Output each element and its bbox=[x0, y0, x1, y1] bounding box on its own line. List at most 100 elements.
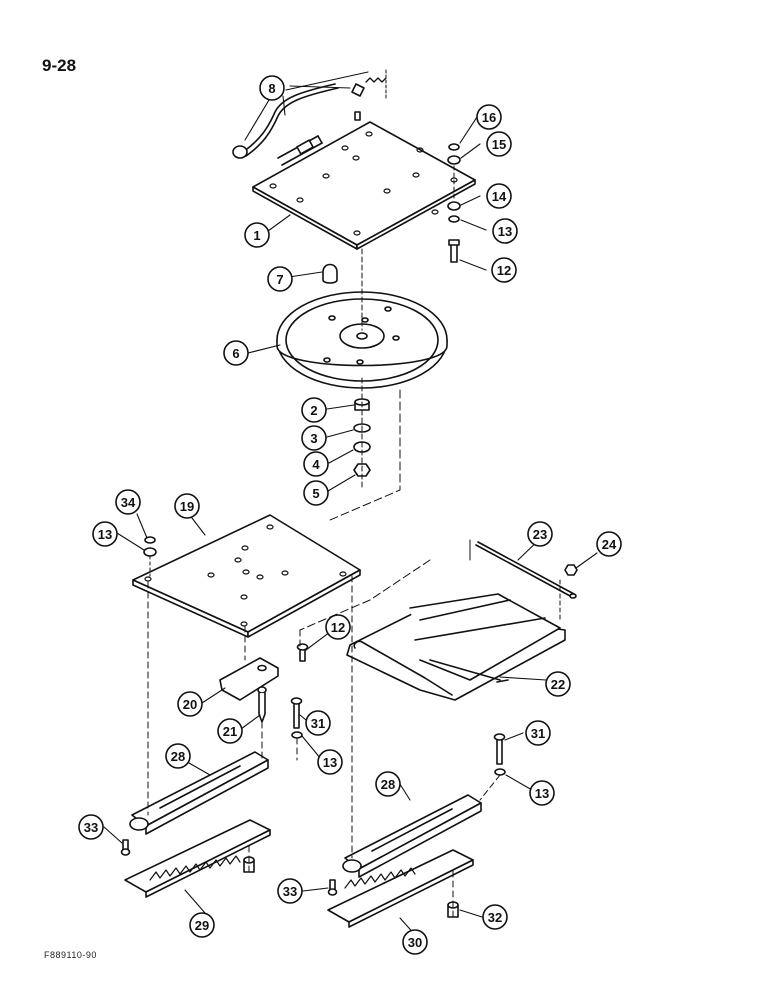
callout-22: 22 bbox=[545, 671, 571, 697]
callout-label: 24 bbox=[602, 537, 617, 552]
nut-24 bbox=[564, 564, 578, 576]
callout-label: 3 bbox=[310, 431, 317, 446]
callout-circle bbox=[244, 222, 270, 248]
callout-circle bbox=[596, 531, 622, 557]
callout-19: 19 bbox=[174, 493, 200, 519]
callout-7: 7 bbox=[267, 266, 293, 292]
callout-label: 6 bbox=[232, 346, 239, 361]
callout-8: 8 bbox=[259, 75, 285, 101]
slide-rail-right bbox=[342, 794, 482, 878]
callout-circle bbox=[92, 521, 118, 547]
callout-5: 5 bbox=[303, 480, 329, 506]
screw-33-right bbox=[327, 879, 338, 896]
callout-13b: 13 bbox=[92, 521, 118, 547]
callout-label: 12 bbox=[497, 263, 511, 278]
base-plate bbox=[132, 514, 361, 638]
callout-1: 1 bbox=[244, 222, 270, 248]
hardware-stack-top bbox=[447, 143, 461, 263]
page-number: 9-28 bbox=[42, 56, 77, 75]
callout-label: 31 bbox=[311, 716, 325, 731]
callout-circle bbox=[177, 691, 203, 717]
callout-circle bbox=[174, 493, 200, 519]
hardware-34-13 bbox=[143, 536, 157, 577]
callout-label: 33 bbox=[283, 884, 297, 899]
callout-label: 34 bbox=[121, 495, 136, 510]
callout-circle bbox=[525, 720, 551, 746]
callout-3: 3 bbox=[301, 425, 327, 451]
callout-label: 28 bbox=[381, 777, 395, 792]
callout-label: 21 bbox=[223, 724, 237, 739]
callout-circle bbox=[325, 614, 351, 640]
knob bbox=[322, 263, 338, 284]
callout-31a: 31 bbox=[305, 710, 331, 736]
callout-label: 31 bbox=[531, 726, 545, 741]
callout-16: 16 bbox=[476, 104, 502, 130]
callout-circle bbox=[482, 904, 508, 930]
callout-label: 30 bbox=[408, 935, 422, 950]
callout-circle bbox=[303, 480, 329, 506]
callout-circle bbox=[277, 878, 303, 904]
callout-circle bbox=[217, 718, 243, 744]
callout-28a: 28 bbox=[165, 743, 191, 769]
hardware-stack-center bbox=[353, 377, 371, 489]
callout-33b: 33 bbox=[277, 878, 303, 904]
callout-circle bbox=[259, 75, 285, 101]
callout-label: 14 bbox=[492, 189, 507, 204]
callout-circle bbox=[492, 218, 518, 244]
callout-circle bbox=[486, 131, 512, 157]
callout-label: 12 bbox=[331, 620, 345, 635]
callout-label: 15 bbox=[492, 137, 506, 152]
callout-circle bbox=[375, 771, 401, 797]
callout-circle bbox=[317, 749, 343, 775]
callout-circle bbox=[115, 489, 141, 515]
callout-circle bbox=[301, 397, 327, 423]
callout-14: 14 bbox=[486, 183, 512, 209]
pin-21 bbox=[257, 686, 267, 723]
bracket bbox=[219, 657, 279, 701]
callout-label: 19 bbox=[180, 499, 194, 514]
callout-13a: 13 bbox=[492, 218, 518, 244]
callout-label: 28 bbox=[171, 749, 185, 764]
callout-circle bbox=[267, 266, 293, 292]
callout-12b: 12 bbox=[325, 614, 351, 640]
assembly-lines bbox=[147, 575, 501, 918]
callout-label: 32 bbox=[488, 910, 502, 925]
callout-30: 30 bbox=[402, 929, 428, 955]
callout-label: 8 bbox=[268, 81, 275, 96]
callout-15: 15 bbox=[486, 131, 512, 157]
callout-21: 21 bbox=[217, 718, 243, 744]
callout-31b: 31 bbox=[525, 720, 551, 746]
callout-label: 13 bbox=[98, 527, 112, 542]
callout-28b: 28 bbox=[375, 771, 401, 797]
callout-13d: 13 bbox=[529, 780, 555, 806]
callout-circle bbox=[303, 451, 329, 477]
callout-label: 7 bbox=[276, 272, 283, 287]
callout-circle bbox=[301, 425, 327, 451]
slide-frame bbox=[346, 593, 566, 701]
callout-circle bbox=[476, 104, 502, 130]
callout-20: 20 bbox=[177, 691, 203, 717]
callout-12a: 12 bbox=[491, 257, 517, 283]
rack-left bbox=[124, 819, 271, 898]
callout-label: 13 bbox=[535, 786, 549, 801]
figure-code: F889110-90 bbox=[44, 950, 97, 960]
callout-label: 16 bbox=[482, 110, 496, 125]
callout-4: 4 bbox=[303, 451, 329, 477]
callout-circle bbox=[545, 671, 571, 697]
callout-23: 23 bbox=[527, 521, 553, 547]
callout-label: 1 bbox=[253, 228, 260, 243]
callout-circle bbox=[527, 521, 553, 547]
callout-circle bbox=[189, 912, 215, 938]
callout-label: 5 bbox=[312, 486, 319, 501]
bolt-31-left bbox=[290, 697, 303, 739]
callout-label: 29 bbox=[195, 918, 209, 933]
bolt-12-lower bbox=[296, 643, 309, 662]
callout-circle bbox=[305, 710, 331, 736]
callout-13c: 13 bbox=[317, 749, 343, 775]
callout-6: 6 bbox=[223, 340, 249, 366]
callout-29: 29 bbox=[189, 912, 215, 938]
callout-label: 23 bbox=[533, 527, 547, 542]
top-plate bbox=[252, 121, 476, 250]
callout-label: 13 bbox=[498, 224, 512, 239]
